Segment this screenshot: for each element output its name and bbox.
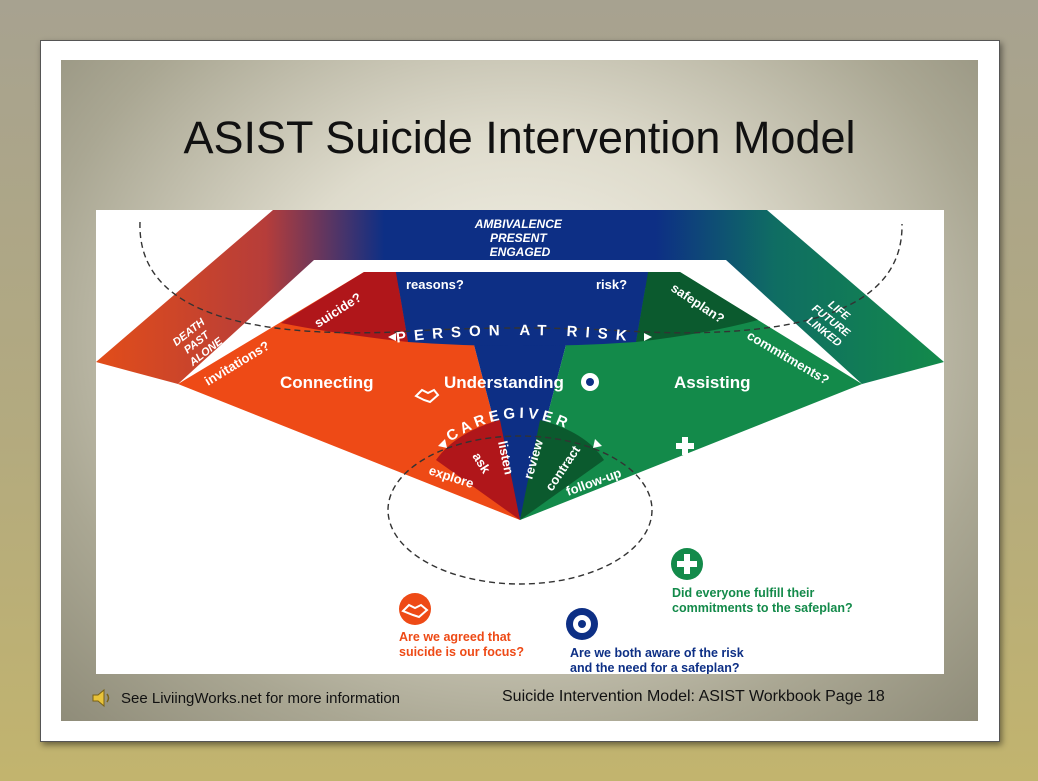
footer-reference: Suicide Intervention Model: ASIST Workbo…	[502, 688, 885, 705]
band-ambivalence: AMBIVALENCE	[474, 217, 563, 231]
slide: ASIST Suicide Intervention Model	[61, 60, 978, 721]
plus-icon	[676, 437, 694, 455]
question-risk: risk?	[596, 277, 627, 292]
person-arrow-right-icon	[644, 333, 652, 341]
caregiver-arrow-right-icon	[593, 439, 602, 448]
svg-text:Are we both aware of the risk: Are we both aware of the risk and the ne…	[570, 646, 747, 674]
caregiver-arrow-left-icon	[438, 439, 447, 448]
target-icon	[581, 373, 599, 391]
slide-title: ASIST Suicide Intervention Model	[183, 112, 856, 163]
speaker-icon[interactable]	[91, 687, 113, 709]
assisting-check-line1: Did everyone fulfill their	[672, 586, 815, 600]
svg-text:Are we agreed that s: Are we agreed that suicide is our focus?	[399, 630, 524, 659]
understanding-check-line2: and the need for a safeplan?	[570, 661, 739, 674]
upper-dashed-arc	[139, 221, 903, 334]
connecting-check-line1: Are we agreed that	[399, 630, 512, 644]
outer-band	[96, 210, 944, 384]
svg-text:Did everyone fulfill their: Did everyone fulfill their commitments t…	[672, 586, 853, 615]
understanding-check-target-icon	[566, 608, 598, 640]
understanding-check-line1: Are we both aware of the risk	[570, 646, 744, 660]
phase-understanding: Understanding	[444, 373, 564, 392]
footer-left: See LiviingWorks.net for more informatio…	[91, 686, 400, 710]
person-arrow-left-icon	[388, 333, 396, 341]
phase-assisting: Assisting	[674, 373, 751, 392]
assisting-check-plus-icon	[671, 548, 703, 580]
task-listen: listen	[495, 440, 517, 476]
slide-frame: ASIST Suicide Intervention Model	[40, 40, 1000, 742]
band-present: PRESENT	[490, 231, 548, 245]
question-reasons: reasons?	[406, 277, 464, 292]
intervention-model-diagram: AMBIVALENCE PRESENT ENGAGED DEATH PAST A…	[96, 210, 944, 674]
connecting-check-line2: suicide is our focus?	[399, 645, 524, 659]
assisting-check-line2: commitments to the safeplan?	[672, 601, 853, 615]
footer-link-text: See LiviingWorks.net for more informatio…	[121, 689, 401, 707]
connecting-check-handshake-icon	[399, 593, 431, 625]
lower-dashed-ellipse	[387, 435, 653, 585]
band-engaged: ENGAGED	[490, 245, 551, 259]
handshake-icon	[414, 388, 440, 404]
svg-text:AMBIVALENCE PRESENT: AMBIVALENCE PRESENT ENGAGED	[474, 217, 565, 259]
phase-connecting: Connecting	[280, 373, 374, 392]
understanding-wedge	[364, 272, 680, 520]
